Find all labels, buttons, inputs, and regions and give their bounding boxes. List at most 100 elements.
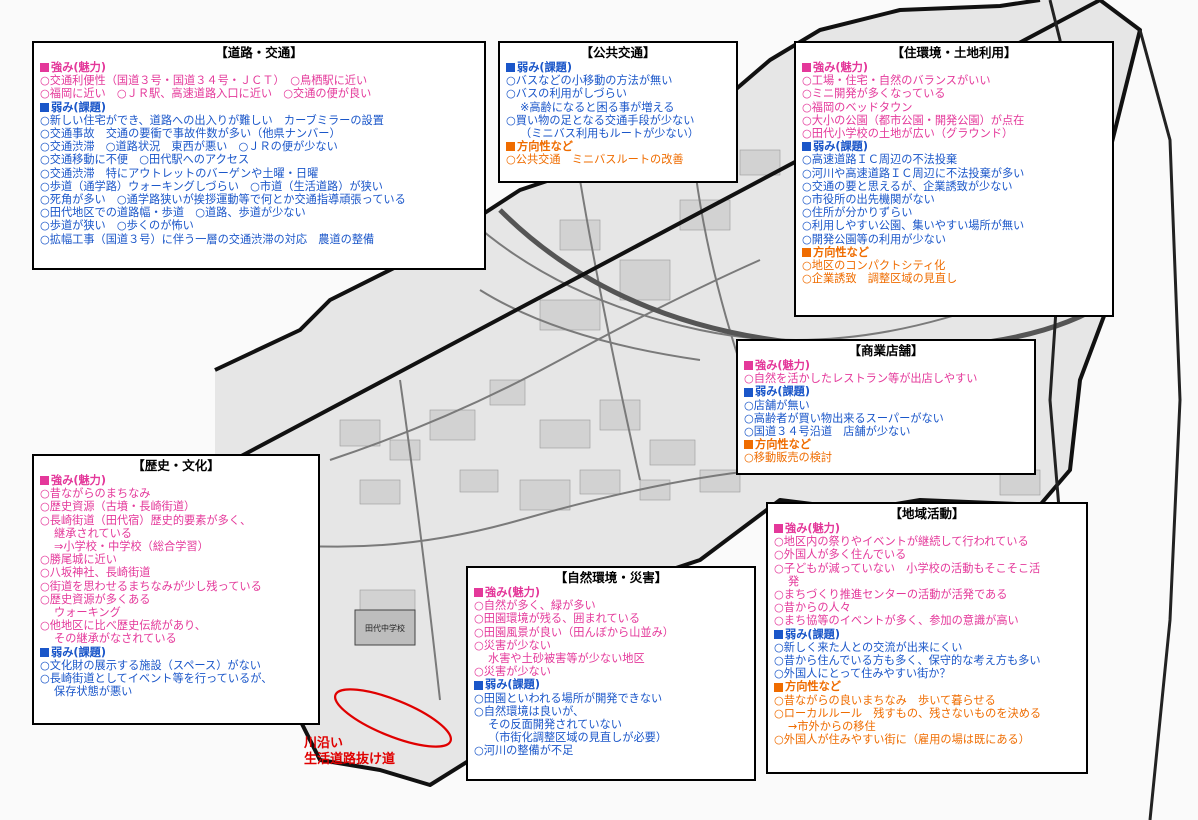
weakness-item: ○拡幅工事（国道３号）に伴う一層の交通渋滞の対応 農道の整備 <box>40 232 375 246</box>
strength-item: ○災害が少ない <box>474 638 551 652</box>
strength-item: ○他地区に比べ歴史伝統があり、 <box>40 619 206 633</box>
panel-community-activities: 【地域活動】強み(魅力)○地区内の祭りやイベントが継続して行われている○外国人が… <box>766 502 1088 774</box>
square-bullet-icon <box>774 682 783 692</box>
weakness-heading: 弱み(課題) <box>506 61 730 74</box>
weakness-item: ※高齢になると困る事が増える <box>520 100 675 114</box>
direction-item: ○昔ながらの良いまちなみ 歩いて暮らせる <box>774 693 996 707</box>
weakness-heading-text: 弱み(課題) <box>785 627 840 641</box>
weakness-item: ○住所が分かりずらい <box>802 206 913 220</box>
direction-item: ○移動販売の検討 <box>744 451 833 465</box>
weakness-item: ○文化財の展示する施設（スペース）がない <box>40 658 261 672</box>
strength-heading: 強み(魅力) <box>744 359 1028 372</box>
strength-heading: 強み(魅力) <box>40 474 312 487</box>
weakness-item: ○市役所の出先機関がない <box>802 193 935 207</box>
weakness-item: 保存状態が悪い <box>54 685 133 699</box>
strength-item: ○昔からの人々 <box>774 601 851 615</box>
weakness-heading-text: 弱み(課題) <box>485 678 540 692</box>
strength-item: ○昔ながらのまちなみ <box>40 487 151 501</box>
panel-title: 【道路・交通】 <box>215 45 303 60</box>
strength-heading: 強み(魅力) <box>774 522 1080 535</box>
strength-heading-text: 強み(魅力) <box>785 522 840 535</box>
panel-title: 【商業店舗】 <box>848 343 924 358</box>
weakness-item: ○買い物の足となる交通手段が少ない <box>506 113 695 127</box>
strength-item: ○田園風景が良い（田んぼから山並み） <box>474 625 674 639</box>
weakness-item: （市街化調整区域の見直しが必要） <box>488 731 668 745</box>
square-bullet-icon <box>744 440 753 450</box>
weakness-heading-text: 弱み(課題) <box>813 140 868 154</box>
direction-heading: 方向性など <box>802 246 1106 259</box>
strength-item: ○自然が多く、緑が多い <box>474 599 596 613</box>
square-bullet-icon <box>506 63 515 73</box>
weakness-item: ○死角が多い ○通学路狭いが挨拶運動等で何とか交通指導頑張っている <box>40 193 406 207</box>
direction-heading-text: 方向性など <box>785 680 841 694</box>
strength-item: ○八坂神社、長崎街道 <box>40 566 151 580</box>
weakness-item: ○交通事故 交通の要衝で事故件数が多い（他県ナンバー） <box>40 127 341 141</box>
weakness-item: ○国道３４号沿道 店舗が少ない <box>744 425 911 439</box>
square-bullet-icon <box>40 647 49 657</box>
weakness-item: ○河川や高速道路ＩＣ周辺に不法投棄が多い <box>802 166 1025 180</box>
weakness-item: ○交通移動に不便 ○田代駅へのアクセス <box>40 153 250 167</box>
weakness-heading-text: 弱み(課題) <box>51 645 106 659</box>
weakness-item: ○バスなどの小移動の方法が無い <box>506 74 673 88</box>
strength-item: ○長崎街道（田代宿）歴史的要素が多く、 <box>40 513 252 527</box>
strength-heading-text: 強み(魅力) <box>755 359 810 372</box>
panel-title: 【地域活動】 <box>889 506 965 521</box>
panel-commercial-shops: 【商業店舗】強み(魅力)○自然を活かしたレストラン等が出店しやすい弱み(課題)○… <box>736 339 1036 475</box>
strength-heading-text: 強み(魅力) <box>51 61 106 74</box>
road-annotation-line1: 川沿い <box>304 736 344 751</box>
square-bullet-icon <box>506 142 515 152</box>
weakness-item: ○長崎街道としてイベント等を行っているが、 <box>40 672 273 686</box>
square-bullet-icon <box>802 247 811 257</box>
direction-item: ○企業誘致 調整区域の見直し <box>802 272 958 286</box>
strength-item: その継承がなされている <box>54 632 177 646</box>
strength-item: ○勝尾城に近い <box>40 553 117 567</box>
building-label: 田代中学校 <box>365 623 405 633</box>
strength-item: ○田園環境が残る、囲まれている <box>474 612 641 626</box>
weakness-heading: 弱み(課題) <box>40 646 312 659</box>
strength-item: ○災害が少ない <box>474 665 551 679</box>
square-bullet-icon <box>802 142 811 152</box>
weakness-item: ○店舗が無い <box>744 398 810 412</box>
direction-item: ○外国人が住みやすい街に（雇用の場は既にある） <box>774 733 1030 747</box>
direction-item: ○地区のコンパクトシティ化 <box>802 259 946 273</box>
weakness-item: ○歩道（通学路）ウォーキングしづらい ○市道（生活道路）が狭い <box>40 179 383 193</box>
strength-item: ○福岡に近い ○ＪＲ駅、高速道路入口に近い ○交通の便が良い <box>40 87 372 101</box>
panel-public-transit: 【公共交通】弱み(課題)○バスなどの小移動の方法が無い○バスの利用がしづらい※高… <box>498 41 738 183</box>
weakness-item: ○交通渋滞 ○道路状況 東西が悪い ○ＪＲの便が少ない <box>40 140 338 154</box>
direction-heading-text: 方向性など <box>813 245 869 259</box>
strength-item: ○田代小学校の土地が広い（グラウンド） <box>802 127 1014 141</box>
direction-item: →市外からの移住 <box>788 720 876 734</box>
panel-history-culture: 【歴史・文化】強み(魅力)○昔ながらのまちなみ○歴史資源（古墳・長崎街道）○長崎… <box>32 454 320 725</box>
strength-item: ○子どもが減っていない 小学校の活動もそこそこ活 <box>774 561 1041 575</box>
strength-heading: 強み(魅力) <box>40 61 478 74</box>
weakness-item: ○高速道路ＩＣ周辺の不法投棄 <box>802 153 958 167</box>
weakness-item: ○新しく来た人との交流が出来にくい <box>774 640 963 654</box>
strength-item: ○交通利便性（国道３号・国道３４号・ＪＣＴ） ○鳥栖駅に近い <box>40 74 368 88</box>
weakness-item: ○高齢者が買い物出来るスーパーがない <box>744 411 944 425</box>
strength-item: ○自然を活かしたレストラン等が出店しやすい <box>744 372 978 386</box>
weakness-heading-text: 弱み(課題) <box>51 100 106 114</box>
strength-item: ○地区内の祭りやイベントが継続して行われている <box>774 535 1029 549</box>
strength-item: 水害や土砂被害等が少ない地区 <box>488 652 645 666</box>
weakness-item: ○歩道が狭い ○歩くのが怖い <box>40 219 194 233</box>
direction-heading-text: 方向性など <box>517 140 573 154</box>
weakness-heading: 弱み(課題) <box>40 101 478 114</box>
weakness-item: （ミニバス利用もルートが少ない） <box>520 127 700 141</box>
square-bullet-icon <box>774 629 783 639</box>
strength-item: 発 <box>788 574 800 588</box>
square-bullet-icon <box>802 63 811 73</box>
strength-item: ○まちづくり推進センターの活動が活発である <box>774 588 1008 602</box>
panel-nature-disaster: 【自然環境・災害】強み(魅力)○自然が多く、緑が多い○田園環境が残る、囲まれてい… <box>466 566 756 781</box>
strength-item: ○福岡のベッドタウン <box>802 100 913 114</box>
weakness-heading: 弱み(課題) <box>474 678 748 691</box>
weakness-item: ○昔から住んでいる方も多く、保守的な考え方も多い <box>774 654 1041 668</box>
strength-heading-text: 強み(魅力) <box>813 61 868 74</box>
panel-title: 【歴史・文化】 <box>132 458 220 473</box>
square-bullet-icon <box>40 102 49 112</box>
road-annotation-line2: 生活道路抜け道 <box>304 752 396 767</box>
square-bullet-icon <box>474 588 483 598</box>
strength-item: ○外国人が多く住んでいる <box>774 548 907 562</box>
square-bullet-icon <box>40 63 49 73</box>
road-annotation-ellipse <box>334 688 452 748</box>
square-bullet-icon <box>774 524 783 534</box>
